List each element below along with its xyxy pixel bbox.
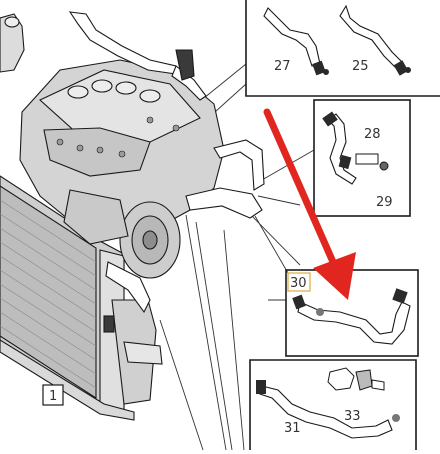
part-label-27: 27 <box>274 59 291 74</box>
detail-box-parts-28-29: 28 29 <box>313 99 411 217</box>
red-pointer-arrow <box>263 108 356 300</box>
part-label-25: 25 <box>352 59 369 74</box>
detail-box-part-30: 30 <box>285 269 419 357</box>
part-label-30: 30 <box>290 276 307 291</box>
part-label-29: 29 <box>376 195 393 210</box>
leader-lines <box>159 63 315 451</box>
detail-box-parts-31-33: 31 33 <box>249 359 417 450</box>
part-label-33: 33 <box>344 409 361 424</box>
engine-block <box>19 59 225 279</box>
part-label-28: 28 <box>364 127 381 142</box>
part-label-31: 31 <box>284 421 301 436</box>
reference-label-1: 1 <box>49 389 57 404</box>
coolant-reservoir <box>0 13 25 73</box>
reference-box-1: 1 <box>42 384 64 406</box>
highlighted-part-30-frame <box>287 272 311 292</box>
engine-hoses <box>68 11 265 314</box>
detail-box-parts-27-25: 27 25 <box>245 0 440 97</box>
